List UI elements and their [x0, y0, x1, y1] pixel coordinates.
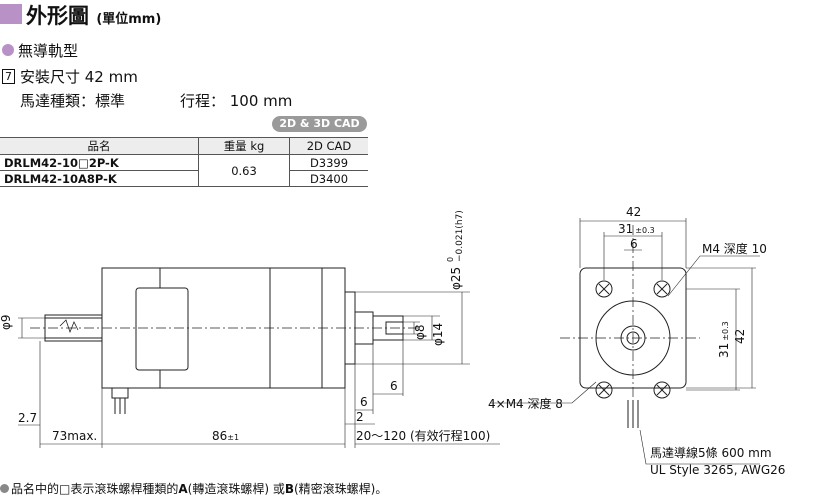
dim-phi8: φ8 — [413, 324, 427, 340]
cad-badge[interactable]: 2D & 3D CAD — [272, 116, 367, 132]
footnote-prefix: 品名中的□表示滾珠螺桿種類的 — [11, 482, 179, 496]
dim-31-top: 31±0.3 — [618, 222, 655, 236]
lead-wire-label: 馬達導線5條 600 mm — [650, 445, 772, 460]
dim-stroke: 20～120 (有效行程100) — [356, 428, 490, 443]
dim-6-rod: 6 — [390, 379, 398, 393]
dim-6-slot: 6 — [630, 237, 638, 251]
header-weight: 重量 kg — [198, 137, 290, 155]
footnote-b-text: (精密滾珠螺桿)。 — [293, 482, 388, 496]
category-dot-icon — [2, 44, 14, 56]
row-cad-link[interactable]: D3399 — [289, 154, 368, 171]
dim-73max: 73max. — [52, 429, 97, 443]
title-bar-marker — [0, 4, 22, 24]
dim-31-side: 31±0.3 — [717, 321, 731, 358]
row-cad-link[interactable]: D3400 — [289, 170, 368, 187]
table-row: DRLM42-10□2P-K 0.63 D3399 — [0, 154, 368, 187]
dim-phi25: φ25 — [449, 267, 463, 290]
dim-phi25-tol-upper: 0 — [446, 257, 455, 262]
row-name: DRLM42-10□2P-K — [0, 154, 199, 171]
mounting-hole-icon — [595, 280, 671, 399]
footnote-dot-icon — [0, 484, 9, 493]
ul-style-label: UL Style 3265, AWG26 — [650, 463, 785, 477]
footnote: 品名中的□表示滾珠螺桿種類的A(轉造滾珠螺桿) 或B(精密滾珠螺桿)。 — [0, 480, 387, 497]
install-size-mark: 7 — [2, 69, 15, 84]
motor-type-label: 馬達種類：標準 — [20, 92, 126, 110]
dim-6-flange: 6 — [360, 395, 368, 409]
dim-42-top: 42 — [626, 205, 641, 219]
category-label: 無導軌型 — [18, 42, 79, 60]
dim-phi14: φ14 — [431, 323, 445, 346]
header-name: 品名 — [0, 137, 199, 155]
page-title: 外形圖 (單位mm) — [26, 0, 161, 30]
spec-table: 品名 重量 kg 2D CAD DRLM42-10□2P-K 0.63 D339… — [0, 137, 368, 187]
title-text: 外形圖 — [26, 4, 89, 28]
footnote-a: A — [178, 482, 188, 496]
side-window — [135, 287, 189, 371]
dim-phi25-tol-lower: −0.021(h7) — [455, 210, 465, 262]
table-header-row: 品名 重量 kg 2D CAD — [0, 137, 368, 155]
row-weight: 0.63 — [198, 154, 290, 187]
dim-2-7: 2.7 — [18, 411, 37, 425]
table-row: DRLM42-10A8P-K D3400 — [0, 170, 368, 187]
dim-42-side: 42 — [733, 329, 747, 344]
footnote-a-text: (轉造滾珠螺桿) 或 — [187, 482, 285, 496]
row-name: DRLM42-10A8P-K — [0, 170, 199, 187]
footnote-b: B — [284, 482, 294, 496]
dim-2: 2 — [356, 410, 364, 424]
dim-phi9: φ9 — [0, 314, 13, 330]
m4-depth-label: M4 深度 10 — [702, 241, 767, 256]
stroke-label: 行程： 100 mm — [180, 92, 293, 110]
dim-86: 86±1 — [212, 429, 239, 443]
header-cad: 2D CAD — [289, 137, 368, 155]
install-size-label: 安裝尺寸 42 mm — [20, 68, 138, 86]
m4x4-depth-label: 4×M4 深度 8 — [488, 396, 563, 411]
title-unit: (單位mm) — [96, 12, 162, 27]
